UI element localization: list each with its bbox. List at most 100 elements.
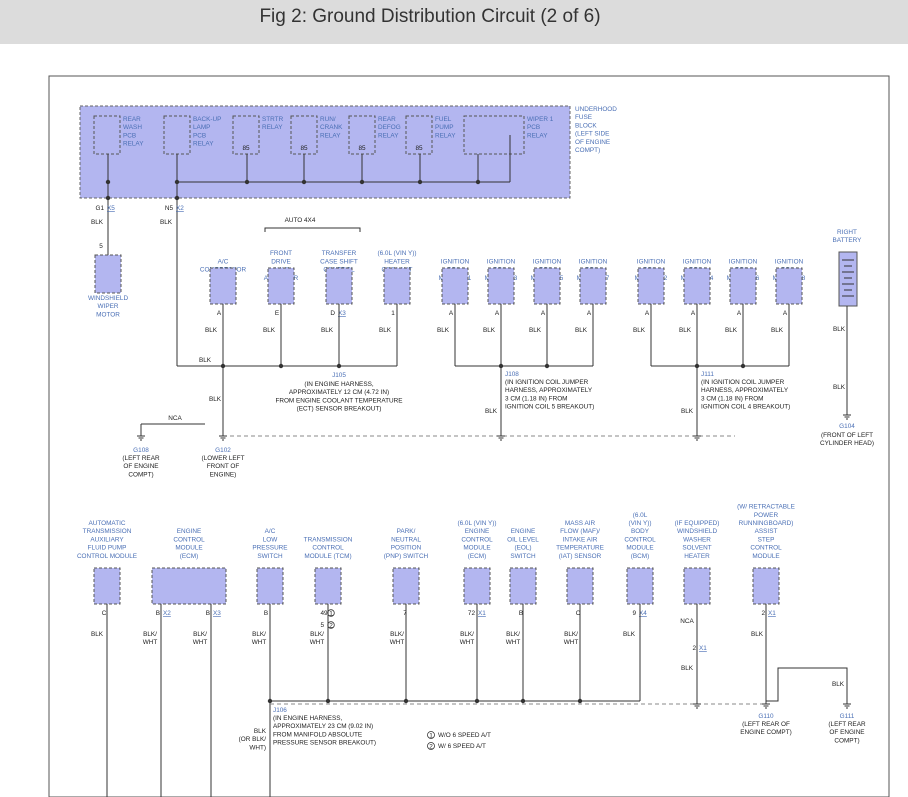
component-label: (VIN Y)) <box>629 520 652 527</box>
component-label: IGNITION <box>441 258 470 265</box>
j106-junction <box>474 698 480 704</box>
relay-label: RELAY <box>123 141 144 148</box>
component-pin-pin: 1 <box>391 310 395 317</box>
relay-label: RELAY <box>320 132 341 139</box>
j108-junction <box>544 363 550 369</box>
figure-title: Fig 2: Ground Distribution Circuit (2 of… <box>259 6 601 27</box>
component-label: NEUTRAL <box>391 536 421 543</box>
component-label: HEATER <box>684 553 710 560</box>
wire-color: BLK <box>91 631 104 638</box>
component-box <box>463 567 491 605</box>
relay-box <box>405 115 433 155</box>
relay-label: PCB <box>123 132 136 139</box>
note-marker-text: 1 <box>329 610 333 617</box>
wire-color: BLK/ <box>506 631 520 638</box>
component-label: (IF EQUIPPED) <box>675 520 720 527</box>
component-label: MODULE <box>463 545 490 552</box>
wiper-motor-label: WINDSHIELD <box>88 295 129 302</box>
ecm-pin-pin: B <box>206 610 210 617</box>
wire-color: BLK/ <box>193 631 207 638</box>
component-pin-pin: A <box>449 310 454 317</box>
component-box <box>441 267 469 305</box>
component-label: ENGINE <box>465 528 490 535</box>
note-text: W/O 6 SPEED A/T <box>438 732 491 739</box>
component-label: ENGINE <box>511 528 536 535</box>
component-label: IGNITION <box>637 258 666 265</box>
component-label: CONTROL MODULE <box>77 553 137 560</box>
component-label: A/C <box>265 528 276 535</box>
component-label: TEMPERATURE <box>556 545 604 552</box>
component-label: LOW <box>263 536 279 543</box>
relay-box <box>348 115 376 155</box>
washer-heater-pin-connector: X1 <box>699 645 707 652</box>
component-box <box>267 267 295 305</box>
wire-color: BLK <box>379 327 392 334</box>
component-pin-pin: D <box>330 310 335 317</box>
splice-j108-desc: IGNITION COIL 5 BREAKOUT) <box>505 404 594 411</box>
component-label: DRIVE <box>271 258 291 265</box>
relay-pin-85: 85 <box>415 145 423 152</box>
splice-j106-desc: PRESSURE SENSOR BREAKOUT) <box>273 740 376 747</box>
relay-label: BACK-UP <box>193 116 221 123</box>
component-pin-pin: A <box>495 310 500 317</box>
splice-j106-desc: (IN ENGINE HARNESS, <box>273 715 342 722</box>
relay-label: REAR <box>123 116 141 123</box>
component-label: TRANSMISSION <box>83 528 132 535</box>
splice-j111-id: J111 <box>701 371 714 378</box>
relay-label: CRANK <box>320 124 343 131</box>
fuse-block-label: (LEFT SIDE <box>575 131 609 138</box>
wire-color: BLK <box>681 665 694 672</box>
component-label: (BCM) <box>631 553 649 560</box>
component-box <box>509 567 537 605</box>
splice-j106-id: J106 <box>273 707 287 714</box>
component-label: CONTROL <box>750 545 782 552</box>
splice-j105-id: J105 <box>332 372 346 379</box>
component-label: PRESSURE <box>252 545 287 552</box>
ground-g110-id: G110 <box>758 713 774 720</box>
splice-j108-desc: (IN IGNITION COIL JUMPER <box>505 379 589 386</box>
component-box <box>683 567 711 605</box>
component-pin-connector: X4 <box>639 610 647 617</box>
component-label: A/C <box>218 258 229 265</box>
component-label: AUTOMATIC <box>88 520 125 527</box>
ground-g102-id: G102 <box>215 447 231 454</box>
component-label: MASS AIR <box>565 520 596 527</box>
splice-j111-desc: (IN IGNITION COIL JUMPER <box>701 379 785 386</box>
component-pin-pin: A <box>737 310 742 317</box>
wire-color: BLK/ <box>390 631 404 638</box>
component-label: IGNITION <box>729 258 758 265</box>
wire-color: BLK <box>832 681 845 688</box>
splice-j111-desc: 3 CM (1.18 IN) FROM <box>701 395 764 402</box>
relay-label: WIPER 1 <box>527 116 554 123</box>
j106-junction <box>520 698 526 704</box>
component-label: (EOL) <box>514 545 531 552</box>
fuse-block-label: FUSE <box>575 114 592 121</box>
running-board-pin-connector: X1 <box>768 610 776 617</box>
running-board-pin-pin: 2 <box>761 610 765 617</box>
splice-j111-desc: HARNESS, APPROXIMATELY <box>701 387 789 394</box>
ground-g102-desc: (LOWER LEFT <box>202 455 245 462</box>
wire-color: BLK/ <box>252 631 266 638</box>
component-label: FLOW (MAF)/ <box>560 528 600 535</box>
wiper-motor-label: MOTOR <box>96 311 120 318</box>
fuse-block-out-n5-pin: N5 <box>165 205 174 212</box>
wire-color: BLK <box>679 327 692 334</box>
component-label: TRANSMISSION <box>304 536 353 543</box>
component-box <box>683 267 711 305</box>
component-box <box>325 267 353 305</box>
wire-color: BLK <box>751 631 764 638</box>
wire-color: BLK <box>483 327 496 334</box>
wire-color: BLK <box>199 357 212 364</box>
ecm-pin-connector: X3 <box>213 610 221 617</box>
component-label: AUXILIARY <box>90 536 124 543</box>
fuse-block-label: UNDERHOOD <box>575 106 617 113</box>
ground-g111-id: G111 <box>840 713 855 720</box>
relay-box <box>463 115 525 155</box>
ground-g104-id: G104 <box>839 423 855 430</box>
relay-label: RELAY <box>435 132 456 139</box>
component-pin-alt: 5 <box>320 622 324 629</box>
component-label: TRANSFER <box>322 250 357 257</box>
wire-color: WHT <box>506 639 521 646</box>
component-label: MODULE (TCM) <box>304 553 351 560</box>
splice-j106-desc: FROM MANIFOLD ABSOLUTE <box>273 731 362 738</box>
